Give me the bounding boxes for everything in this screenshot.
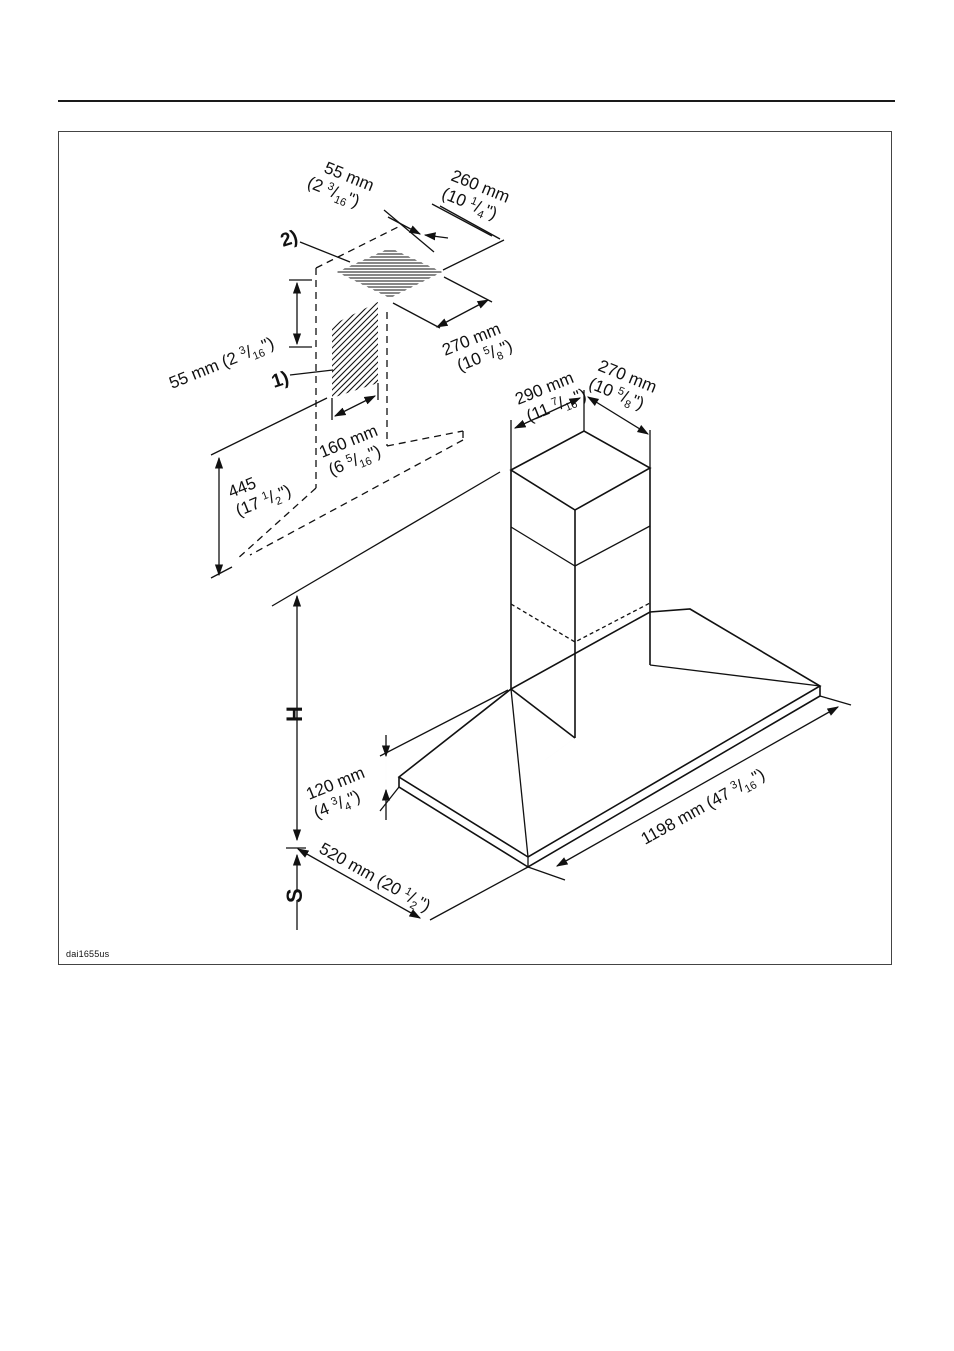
figure-reference: dai1655us [66, 949, 109, 959]
leader-2 [300, 242, 350, 262]
dim-270mm-top: 270 mm (10 5/8") [439, 317, 516, 381]
dim-270mm-chimney: 270 mm (10 5/8") [585, 355, 660, 418]
svg-text:1): 1) [269, 368, 292, 393]
dim-160mm: 160 mm (6 5/16") [316, 421, 389, 483]
dimension-lines [211, 204, 851, 930]
label-S: S [282, 888, 307, 903]
leader-1 [290, 370, 333, 375]
dim-55mm-side: 55 mm (2 3/16") [166, 333, 277, 395]
svg-text:2): 2) [278, 227, 301, 252]
dim-520mm: 520 mm (20 1/2") [315, 839, 434, 918]
callout-1: 1) [269, 368, 292, 393]
dim-260mm: 260 mm (10 1/4") [438, 165, 513, 228]
dim-1198mm: 1198 mm (47 3/16") [638, 765, 770, 851]
label-H: H [282, 706, 307, 722]
hood-canopy [399, 609, 820, 867]
svg-text:55 mm (2 3/16"): 55 mm (2 3/16") [166, 333, 277, 395]
dim-445: 445 (17 1/2") [225, 462, 294, 523]
dim-55mm-top: 55 mm (2 3/16") [304, 154, 377, 216]
wall-outline-dashed [236, 226, 463, 560]
svg-text:520 mm (20 1/2"): 520 mm (20 1/2") [315, 839, 434, 918]
dim-290mm: 290 mm (11 7/16") [512, 366, 590, 430]
chimney [511, 431, 650, 738]
svg-text:1198 mm (47 3/16"): 1198 mm (47 3/16") [638, 765, 770, 851]
dim-120mm: 120 mm (4 3/4") [303, 763, 376, 825]
cutout-2-hatched [330, 251, 450, 296]
callout-2: 2) [278, 227, 301, 252]
